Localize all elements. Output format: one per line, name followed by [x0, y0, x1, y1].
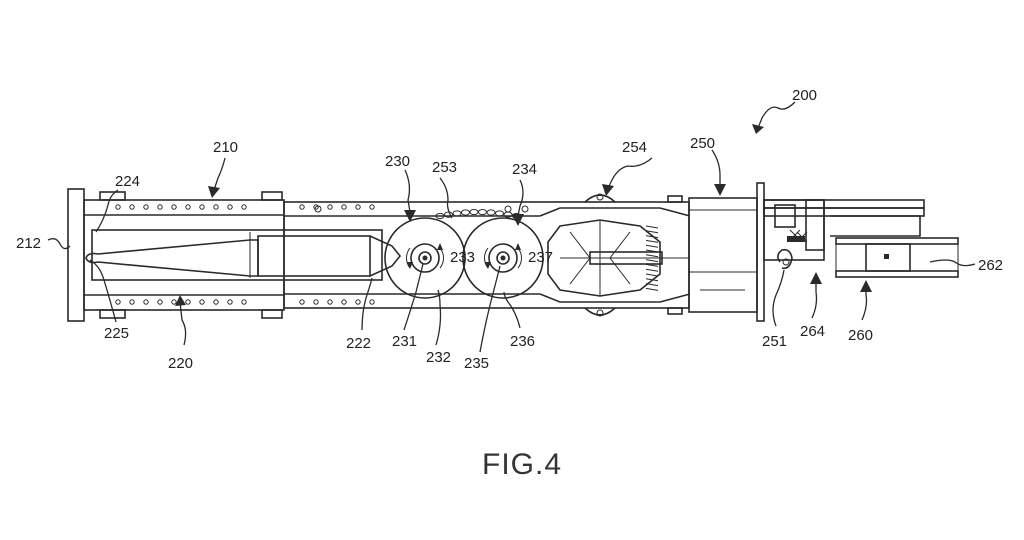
- hole: [144, 205, 148, 209]
- hole: [144, 300, 148, 304]
- hole: [172, 300, 176, 304]
- hole: [342, 205, 346, 209]
- hole: [158, 300, 162, 304]
- gear-tooth: [646, 269, 658, 271]
- hole: [130, 300, 134, 304]
- label-222: 222: [346, 335, 371, 352]
- hole: [130, 205, 134, 209]
- label-210: 210: [213, 139, 238, 156]
- label-225: 225: [104, 325, 129, 342]
- gear-tooth: [646, 288, 658, 290]
- gear-tooth: [646, 245, 658, 247]
- hole: [116, 300, 120, 304]
- hole: [522, 206, 528, 212]
- gear-tooth: [646, 226, 658, 228]
- gear-tooth: [646, 274, 658, 276]
- hole: [242, 205, 246, 209]
- label-233: 233: [450, 249, 475, 266]
- hole: [356, 205, 360, 209]
- gear-tooth: [646, 255, 658, 257]
- hole: [342, 300, 346, 304]
- bevel-gear: [548, 220, 690, 296]
- label-236: 236: [510, 333, 535, 350]
- label-253: 253: [432, 159, 457, 176]
- label-224: 224: [115, 173, 140, 190]
- bracket-assembly: [764, 200, 924, 268]
- hole: [300, 205, 304, 209]
- hole: [200, 300, 204, 304]
- gear-tooth: [646, 240, 658, 242]
- hole: [186, 205, 190, 209]
- hole: [328, 300, 332, 304]
- hole: [328, 205, 332, 209]
- label-230: 230: [385, 153, 410, 170]
- hole: [314, 300, 318, 304]
- label-251: 251: [762, 333, 787, 350]
- label-237: 237: [528, 249, 553, 266]
- label-262: 262: [978, 257, 1003, 274]
- hole: [370, 205, 374, 209]
- label-220: 220: [168, 355, 193, 372]
- label-200: 200: [792, 87, 817, 104]
- hole: [300, 300, 304, 304]
- gear-tooth: [646, 260, 658, 262]
- chain-link: [487, 210, 495, 215]
- hole: [228, 300, 232, 304]
- hole: [356, 300, 360, 304]
- hole: [214, 300, 218, 304]
- figure-caption: FIG.4: [482, 448, 562, 481]
- hole: [172, 205, 176, 209]
- inner-cylinder: [86, 230, 400, 280]
- hole: [505, 206, 511, 212]
- hole: [370, 300, 374, 304]
- hole: [228, 205, 232, 209]
- label-212: 212: [16, 235, 41, 252]
- end-cap: [68, 189, 84, 321]
- hole: [116, 205, 120, 209]
- chain-link: [462, 210, 470, 215]
- label-250: 250: [690, 135, 715, 152]
- label-264: 264: [800, 323, 825, 340]
- motor-250: [689, 183, 764, 321]
- hole: [158, 205, 162, 209]
- hole: [186, 300, 190, 304]
- chain-link: [479, 209, 487, 214]
- label-234: 234: [512, 161, 537, 178]
- chain-link: [470, 209, 478, 214]
- module-260: [836, 238, 958, 277]
- hole: [214, 205, 218, 209]
- label-235: 235: [464, 355, 489, 372]
- label-260: 260: [848, 327, 873, 344]
- hole: [242, 300, 246, 304]
- leader-lines: [48, 102, 975, 352]
- label-254: 254: [622, 139, 647, 156]
- hole: [200, 205, 204, 209]
- label-232: 232: [426, 349, 451, 366]
- label-231: 231: [392, 333, 417, 350]
